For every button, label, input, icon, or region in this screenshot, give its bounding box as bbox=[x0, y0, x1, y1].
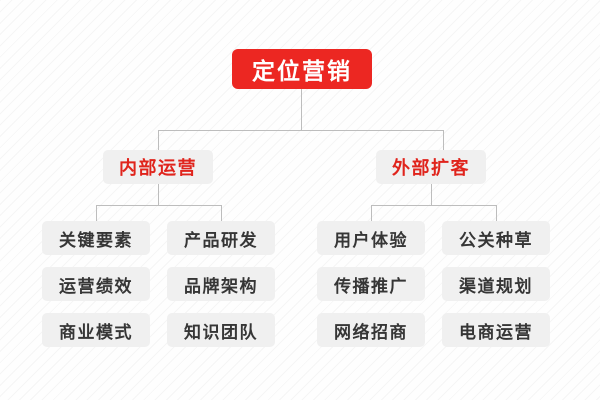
leaf-node: 网络招商 bbox=[317, 313, 425, 347]
branch-node-internal-operations: 内部运营 bbox=[103, 150, 213, 184]
connector-right-branch-bar bbox=[371, 205, 497, 206]
leaf-node: 知识团队 bbox=[167, 313, 275, 347]
leaf-node: 品牌架构 bbox=[167, 267, 275, 301]
leaf-node: 商业模式 bbox=[42, 313, 150, 347]
root-node: 定位营销 bbox=[232, 49, 372, 89]
leaf-node: 运营绩效 bbox=[42, 267, 150, 301]
branch-node-external-expansion: 外部扩客 bbox=[376, 150, 486, 184]
connector-right-branch-stem bbox=[431, 184, 432, 206]
leaf-node: 用户体验 bbox=[317, 221, 425, 255]
connector-branch-drop-left bbox=[158, 130, 159, 151]
leaf-node: 公关种草 bbox=[442, 221, 550, 255]
leaf-node: 电商运营 bbox=[442, 313, 550, 347]
connector-left-branch-bar bbox=[96, 205, 222, 206]
leaf-node: 渠道规划 bbox=[442, 267, 550, 301]
leaf-node: 产品研发 bbox=[167, 221, 275, 255]
leaf-node: 关键要素 bbox=[42, 221, 150, 255]
connector-root-stem bbox=[301, 89, 302, 131]
connector-leaf-drop-col0 bbox=[96, 205, 97, 222]
connector-leaf-drop-col2 bbox=[371, 205, 372, 222]
connector-leaf-drop-col1 bbox=[221, 205, 222, 222]
connector-leaf-drop-col3 bbox=[496, 205, 497, 222]
connector-root-bar bbox=[158, 130, 444, 131]
leaf-node: 传播推广 bbox=[317, 267, 425, 301]
connector-left-branch-stem bbox=[158, 184, 159, 206]
connector-branch-drop-right bbox=[443, 130, 444, 151]
